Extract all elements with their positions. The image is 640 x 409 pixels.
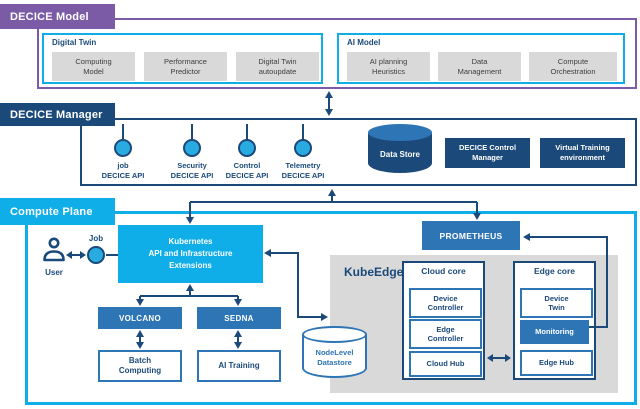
- decice-control-manager-box: DECICE Control Manager: [445, 138, 530, 168]
- batch-computing-box: Batch Computing: [98, 350, 182, 382]
- nodelevel-cylinder-top: [302, 326, 367, 343]
- nodelevel-datastore-cylinder: NodeLevel Datastore: [302, 326, 367, 378]
- compute-orchestration-box: Compute Orchestration: [529, 52, 617, 81]
- model-section-label: DECICE Model: [0, 4, 115, 29]
- telemetry-api-circle: [294, 139, 312, 157]
- user-icon: [41, 236, 67, 266]
- edge-hub-box: Edge Hub: [520, 350, 593, 376]
- cloud-hub-box: Cloud Hub: [409, 351, 482, 377]
- kubernetes-box: Kubernetes API and Infrastructure Extens…: [118, 225, 263, 283]
- nodelevel-datastore-label: NodeLevel Datastore: [315, 347, 354, 367]
- ai-model-box: AI Model AI planning Heuristics Data Man…: [337, 33, 625, 84]
- virtual-training-environment-box: Virtual Training environment: [540, 138, 625, 168]
- edge-core-title: Edge core: [533, 266, 576, 276]
- compute-plane-label: Compute Plane: [0, 198, 115, 225]
- telemetry-api-label: Telemetry DECICE API: [281, 160, 325, 180]
- job-api-label: job DECICE API: [101, 160, 145, 180]
- data-store-label: Data Store: [379, 149, 420, 159]
- data-management-box: Data Management: [438, 52, 521, 81]
- model-section-frame: [37, 18, 637, 89]
- model-section-title: DECICE Model: [10, 10, 89, 23]
- edge-core-box: Edge core Device Twin Monitoring Edge Hu…: [513, 261, 596, 380]
- job-label: Job: [88, 234, 104, 243]
- kubeedge-container: KubeEdge Cloud core Device Controller Ed…: [330, 255, 618, 393]
- compute-plane-title: Compute Plane: [10, 205, 93, 218]
- manager-section-label: DECICE Manager: [0, 103, 115, 126]
- device-controller-box: Device Controller: [409, 288, 482, 318]
- prometheus-box: PROMETHEUS: [422, 221, 520, 250]
- digital-twin-title: Digital Twin: [52, 38, 97, 47]
- sedna-box: SEDNA: [197, 307, 281, 329]
- digital-twin-box: Digital Twin Computing Model Performance…: [42, 33, 323, 84]
- ai-training-box: AI Training: [197, 350, 281, 382]
- data-store-cylinder: Data Store: [368, 124, 432, 173]
- security-api-circle: [183, 139, 201, 157]
- kubeedge-label: KubeEdge: [344, 265, 404, 279]
- performance-predictor-box: Performance Predictor: [144, 52, 227, 81]
- manager-section-frame: [80, 118, 637, 186]
- job-api-circle: [114, 139, 132, 157]
- ai-model-title: AI Model: [347, 38, 381, 47]
- user-label: User: [45, 268, 63, 277]
- control-api-label: Control DECICE API: [225, 160, 269, 180]
- compute-plane-frame: [25, 211, 637, 405]
- volcano-box: VOLCANO: [98, 307, 182, 329]
- model-manager-arrow: [325, 91, 333, 116]
- digital-twin-autoupdate-box: Digital Twin autoupdate: [236, 52, 319, 81]
- edge-controller-box: Edge Controller: [409, 319, 482, 349]
- cloud-core-title: Cloud core: [421, 266, 466, 276]
- data-store-cylinder-top: [368, 124, 432, 141]
- job-circle: [87, 246, 105, 264]
- cloud-core-box: Cloud core Device Controller Edge Contro…: [402, 261, 485, 380]
- monitoring-box: Monitoring: [520, 320, 589, 344]
- computing-model-box: Computing Model: [52, 52, 135, 81]
- control-api-circle: [238, 139, 256, 157]
- ai-planning-heuristics-box: AI planning Heuristics: [347, 52, 430, 81]
- manager-section-title: DECICE Manager: [10, 108, 103, 121]
- device-twin-box: Device Twin: [520, 288, 593, 318]
- security-api-label: Security DECICE API: [170, 160, 214, 180]
